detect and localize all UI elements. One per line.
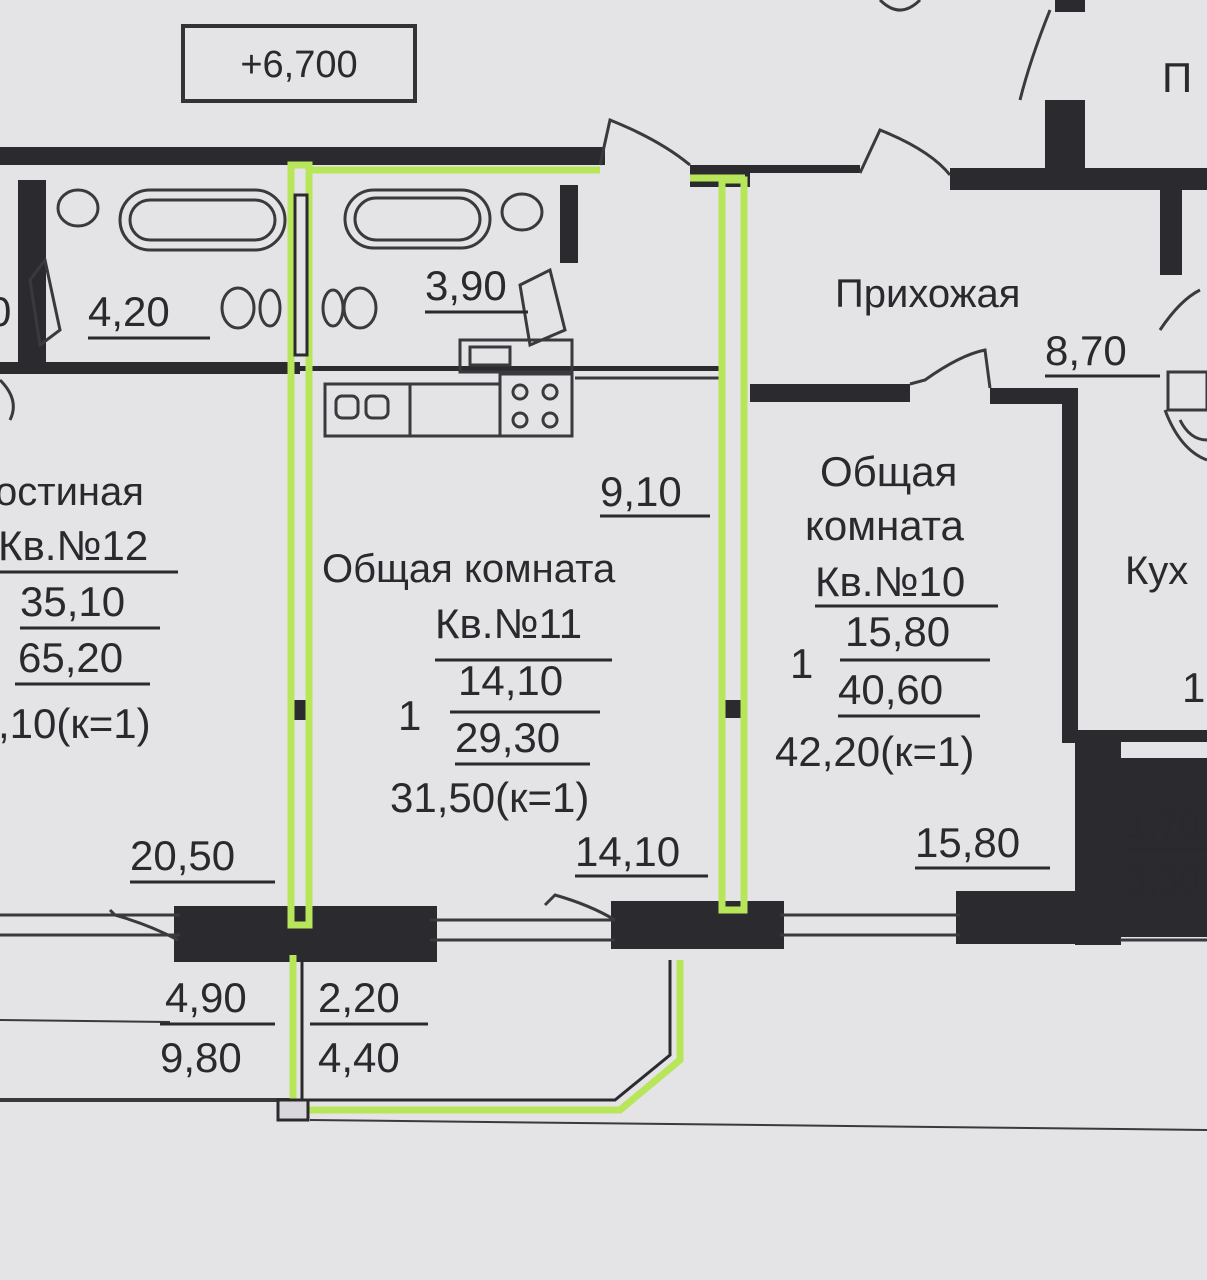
balcony12-area-1: 4,90 <box>165 974 247 1021</box>
apt12-area-total: 65,20 <box>18 634 123 681</box>
fraction-lines <box>0 310 1207 1026</box>
apt12-area-coef: ,10(к=1) <box>0 700 151 747</box>
room-labels: 4,20 0 3,90 остиная Кв.№12 35,10 65,20 ,… <box>0 54 1207 1081</box>
apt12-room-area: 20,50 <box>130 832 235 879</box>
apt11-room-count: 1 <box>398 692 421 739</box>
partial-number: 1( <box>1182 664 1207 711</box>
apt10-area-total: 40,60 <box>838 666 943 713</box>
apt12-room-name: остиная <box>0 470 144 514</box>
apt11-area-total: 29,30 <box>455 714 560 761</box>
walls <box>0 0 1207 962</box>
balcony11-area-2: 4,40 <box>318 1034 400 1081</box>
balcony-right-area-1: 1,70 <box>1126 805 1200 847</box>
hall-area: 8,70 <box>1045 327 1127 374</box>
apt12-bath-area: 4,20 <box>88 288 170 335</box>
right-top-partial: П <box>1162 54 1192 101</box>
apt10-area-living: 15,80 <box>845 608 950 655</box>
kitchen-partial-label: Кух <box>1125 549 1188 593</box>
apt10-room-name-2: комната <box>805 502 964 549</box>
apt12-area-living: 35,10 <box>20 578 125 625</box>
apt12-partial-label: 0 <box>0 288 11 335</box>
apt11-kitchen-area: 9,10 <box>600 468 682 515</box>
hall-name: Прихожая <box>835 272 1020 316</box>
balcony-right-area-2: 3,30 <box>1126 859 1200 901</box>
apt11-room-area: 14,10 <box>575 828 680 875</box>
kitchen-units <box>323 338 1207 442</box>
apt11-area-living: 14,10 <box>458 657 563 704</box>
balcony11-area-1: 2,20 <box>318 974 400 1021</box>
facade-lines <box>0 913 1207 1131</box>
level-marker: +6,700 <box>240 44 357 86</box>
apt12-number: Кв.№12 <box>0 522 148 569</box>
bathroom-fixtures <box>28 188 567 348</box>
level-marker-box <box>181 24 417 103</box>
apt10-room-name-1: Общая <box>820 448 957 495</box>
apt10-area-coef: 42,20(к=1) <box>775 728 974 775</box>
apt10-number: Кв.№10 <box>815 558 965 605</box>
apt11-area-coef: 31,50(к=1) <box>390 774 589 821</box>
apt11-bath-area: 3,90 <box>425 262 507 309</box>
doors <box>0 0 1207 942</box>
apt10-room-area: 15,80 <box>915 819 1020 866</box>
apt11-outline <box>276 161 748 1122</box>
apt11-room-name: Общая комната <box>322 547 616 591</box>
balcony12-area-2: 9,80 <box>160 1034 242 1081</box>
apt11-number: Кв.№11 <box>435 600 582 647</box>
apt10-room-count: 1 <box>790 640 813 687</box>
